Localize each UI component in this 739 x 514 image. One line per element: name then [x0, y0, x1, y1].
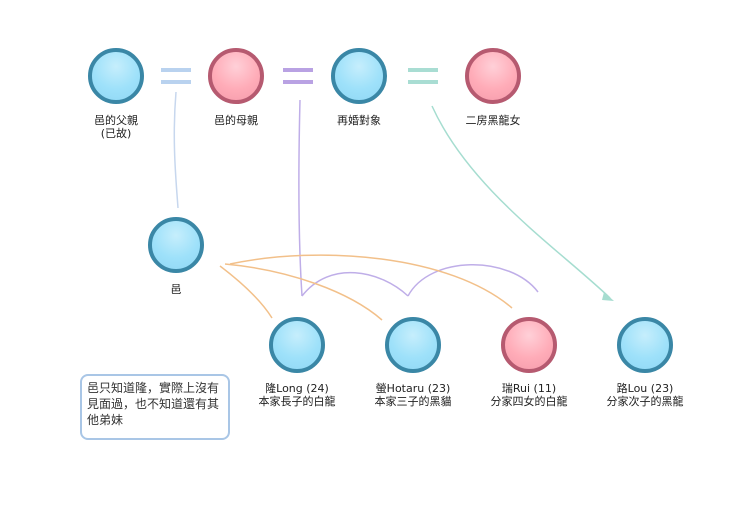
node-lou[interactable]: [617, 317, 673, 373]
label-concubine: 二房黑龍女: [418, 114, 568, 127]
label-hotaru: 螢Hotaru (23) 本家三子的黑貓: [338, 382, 488, 408]
node-father[interactable]: [88, 48, 144, 104]
yi-to-rui: [229, 254, 513, 309]
label-yi-name: 邑: [170, 283, 182, 296]
node-yi[interactable]: [148, 217, 204, 273]
label-stepfather: 再婚對象: [284, 114, 434, 127]
label-stepfather-name: 再婚對象: [337, 114, 381, 127]
link-parents-to-long: [298, 99, 303, 297]
label-father: 邑的父親 (已故): [41, 114, 191, 140]
arrowhead-lou: [602, 292, 614, 301]
note-text: 邑只知道隆，實際上沒有見面過，也不知道還有其他弟妹: [87, 381, 220, 427]
label-long: 隆Long (24) 本家長子的白龍: [222, 382, 372, 408]
label-rui-name: 瑞Rui (11): [501, 382, 557, 395]
marriage-symbol-father-mother: [161, 68, 191, 84]
label-long-name: 隆Long (24): [265, 382, 329, 395]
label-hotaru-name: 螢Hotaru (23): [375, 382, 451, 395]
label-father-name: 邑的父親: [94, 114, 138, 127]
node-mother[interactable]: [208, 48, 264, 104]
label-yi: 邑: [101, 283, 251, 296]
yi-to-hotaru: [224, 263, 383, 321]
label-rui-desc: 分家四女的白龍: [490, 395, 568, 408]
label-lou: 路Lou (23) 分家次子的黑龍: [570, 382, 720, 408]
link-to-lou: [431, 105, 611, 299]
link-parents-to-yi: [173, 91, 179, 209]
node-rui[interactable]: [501, 317, 557, 373]
note-box[interactable]: 邑只知道隆，實際上沒有見面過，也不知道還有其他弟妹: [80, 374, 230, 440]
node-stepfather[interactable]: [331, 48, 387, 104]
link-to-hotaru-arc: [301, 272, 409, 297]
label-rui: 瑞Rui (11) 分家四女的白龍: [454, 382, 604, 408]
label-father-note: (已故): [100, 127, 132, 140]
marriage-symbol-mother-stepfather: [283, 68, 313, 84]
label-lou-name: 路Lou (23): [616, 382, 674, 395]
link-to-rui-arc: [407, 264, 539, 297]
label-hotaru-desc: 本家三子的黑貓: [374, 395, 452, 408]
label-concubine-name: 二房黑龍女: [465, 114, 521, 127]
node-concubine[interactable]: [465, 48, 521, 104]
label-mother: 邑的母親: [161, 114, 311, 127]
node-long[interactable]: [269, 317, 325, 373]
yi-to-long: [219, 265, 273, 319]
node-hotaru[interactable]: [385, 317, 441, 373]
label-lou-desc: 分家次子的黑龍: [606, 395, 684, 408]
label-long-desc: 本家長子的白龍: [258, 395, 336, 408]
marriage-symbol-stepfather-concubine: [408, 68, 438, 84]
label-mother-name: 邑的母親: [214, 114, 258, 127]
